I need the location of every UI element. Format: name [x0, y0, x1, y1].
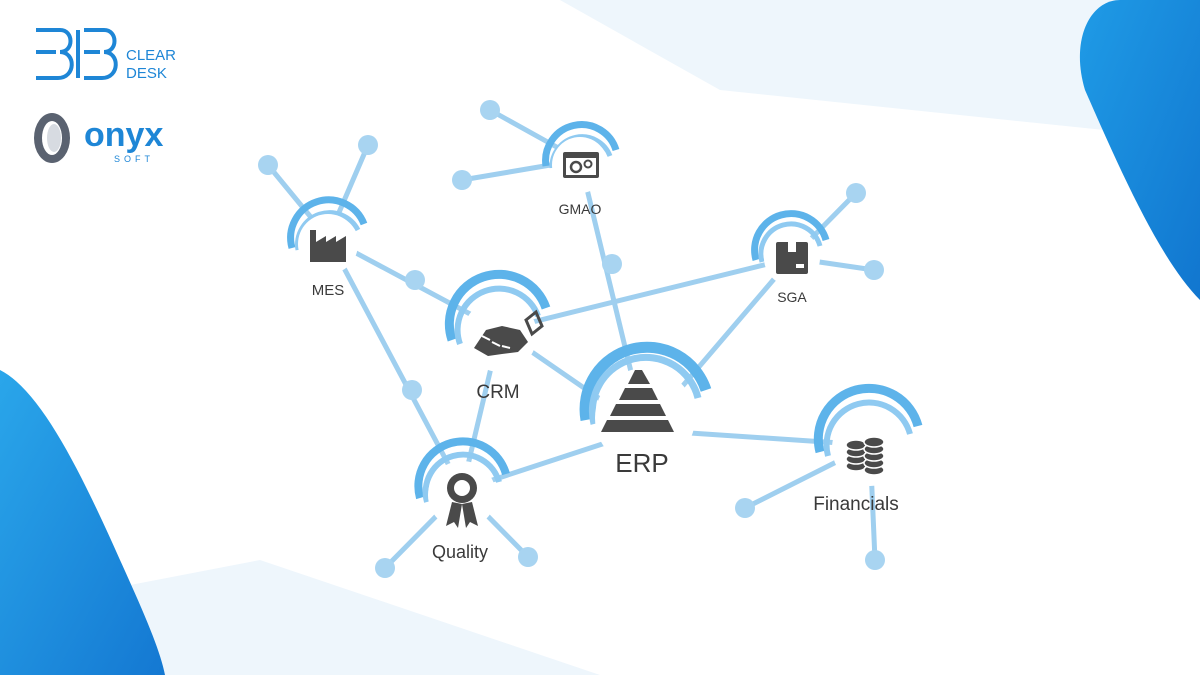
node-ring [295, 210, 361, 251]
logo-onyx-sub: SOFT [114, 154, 154, 164]
light-band-top [560, 0, 1200, 140]
connector-dot [375, 558, 395, 578]
award-ribbon-icon [446, 473, 478, 528]
pyramid-icon [601, 370, 674, 432]
node-sga[interactable]: SGA [751, 210, 830, 305]
node-crm[interactable]: CRM [444, 269, 551, 403]
node-ring [287, 196, 368, 249]
node-ring [823, 399, 913, 457]
gear-window-icon [563, 152, 599, 178]
blue-shape-left [0, 370, 165, 675]
node-gmao[interactable]: GMAO [542, 121, 620, 217]
system-network-diagram: GMAO MES SGA CRM [258, 100, 923, 578]
node-disc [595, 368, 695, 468]
connector-dot [735, 498, 755, 518]
node-ring [579, 341, 712, 421]
node-label: ERP [615, 448, 668, 478]
node-ring [414, 437, 510, 500]
node-label: Quality [432, 542, 488, 562]
connector-dot [358, 135, 378, 155]
node-ring [751, 210, 830, 261]
node-erp[interactable]: ERP [579, 341, 712, 478]
factory-icon [310, 230, 346, 262]
connector-dot [518, 547, 538, 567]
onyx-ring-icon [34, 113, 70, 163]
logo-line1: CLEAR [126, 47, 176, 64]
connector-dot [258, 155, 278, 175]
node-label: CRM [476, 382, 519, 403]
connector-dot [405, 270, 425, 290]
b3b-mark-icon [36, 28, 118, 80]
connector-dots [258, 100, 885, 578]
node-label: SGA [777, 289, 807, 305]
coin-stack-icon [845, 436, 885, 476]
connector-dot [402, 380, 422, 400]
node-label: GMAO [559, 201, 602, 217]
connector-dot [865, 550, 885, 570]
onyx-soft-logo: onyx SOFT [34, 113, 163, 164]
node-mes[interactable]: MES [287, 196, 368, 299]
node-ring [422, 451, 502, 503]
node-ring [588, 353, 702, 425]
blue-shape-right [1079, 0, 1200, 300]
connector-dot [864, 260, 884, 280]
logo-line2: DESK [126, 65, 167, 82]
handshake-icon [474, 309, 544, 356]
connector-dot [602, 254, 622, 274]
node-ring [454, 285, 541, 346]
clear-desk-logo: CLEAR DESK [36, 28, 176, 82]
node-ring [444, 269, 551, 342]
connector-dot [480, 100, 500, 120]
logo-onyx-name: onyx [84, 116, 163, 154]
node-financials[interactable]: Financials [813, 383, 923, 515]
node-ring [758, 221, 823, 263]
node-ring [813, 383, 923, 454]
node-ring [542, 121, 620, 167]
connector-dot [452, 170, 472, 190]
connector-dot [846, 183, 866, 203]
node-label: MES [312, 282, 345, 299]
node-label: Financials [813, 494, 899, 515]
node-quality[interactable]: Quality [414, 437, 510, 562]
box-icon [776, 242, 808, 274]
